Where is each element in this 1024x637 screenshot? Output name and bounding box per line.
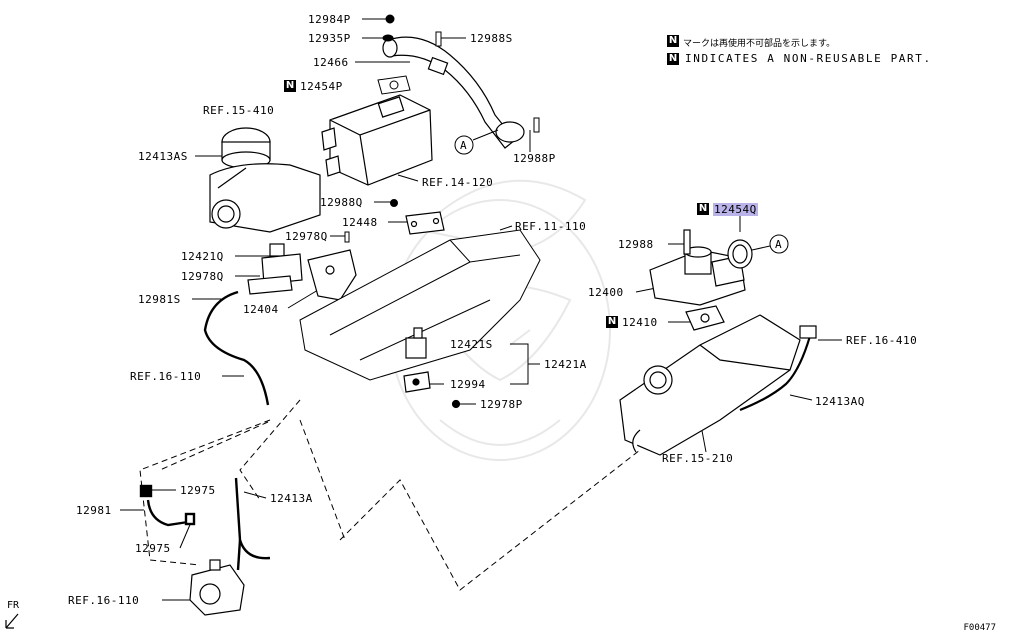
callout-A-right-letter: A [775, 238, 783, 251]
leader-12400 [635, 287, 657, 293]
diagram-code: F00477 [963, 623, 996, 633]
legend-en: INDICATES A NON-REUSABLE PART. [685, 52, 932, 65]
label-ref-11-110[interactable]: REF.11-110 [515, 220, 587, 233]
label-12978P[interactable]: 12978P [480, 398, 523, 411]
bracket-12421A [510, 343, 529, 385]
label-12988P[interactable]: 12988P [513, 152, 556, 165]
label-12421Q[interactable]: 12421Q [181, 250, 224, 263]
non-reusable-badge-jp: N [667, 35, 679, 47]
hose-12981 [139, 484, 196, 527]
brackets [307, 211, 445, 301]
label-12988[interactable]: 12988 [618, 238, 654, 251]
label-12421S[interactable]: 12421S [450, 338, 493, 351]
front-label: FR [7, 600, 20, 611]
label-ref-16-110-lower[interactable]: REF.16-110 [68, 594, 140, 607]
legend-jp: マークは再使用不可部品を示します。 [683, 39, 836, 49]
label-12975-lower[interactable]: 12975 [135, 542, 171, 555]
non-reusable-badge-12454P: N [284, 80, 296, 92]
label-12448[interactable]: 12448 [342, 216, 378, 229]
egr-valve-12400 [649, 229, 753, 306]
label-12981S[interactable]: 12981S [138, 293, 181, 306]
label-ref-16-110-upper[interactable]: REF.16-110 [130, 370, 202, 383]
label-12413AS[interactable]: 12413AS [138, 150, 188, 163]
label-12935P[interactable]: 12935P [308, 32, 351, 45]
label-ref-14-120[interactable]: REF.14-120 [422, 176, 494, 189]
label-12404[interactable]: 12404 [243, 303, 279, 316]
non-reusable-badge-12410: N [606, 316, 618, 328]
solenoid-12421Q [247, 243, 303, 295]
label-ref-15-210[interactable]: REF.15-210 [662, 452, 734, 465]
hose-12413AQ [739, 325, 817, 412]
hose-12981S [203, 290, 270, 406]
label-12984P[interactable]: 12984P [308, 13, 351, 26]
non-reusable-badge-en: N [667, 53, 679, 65]
hose-12413A [234, 477, 271, 571]
gasket-12454P [377, 75, 411, 95]
leader-ref14 [397, 174, 419, 182]
callout-A-right [751, 234, 789, 254]
non-reusable-badge-12454Q: N [697, 203, 709, 215]
engine-block [299, 229, 541, 381]
label-12988Q[interactable]: 12988Q [320, 196, 363, 209]
label-12981[interactable]: 12981 [76, 504, 112, 517]
label-ref-16-410[interactable]: REF.16-410 [846, 334, 918, 347]
label-12454P[interactable]: 12454P [300, 80, 343, 93]
intake-manifold [619, 305, 801, 456]
label-12978Q-a[interactable]: 12978Q [285, 230, 328, 243]
label-ref-15-410[interactable]: REF.15-410 [203, 104, 275, 117]
label-12400[interactable]: 12400 [588, 286, 624, 299]
dashed-connections [139, 399, 641, 591]
egr-cooler [321, 94, 433, 186]
vacuum-actuator [209, 127, 321, 233]
leader-12413A [243, 491, 267, 499]
label-12978Q-b[interactable]: 12978Q [181, 270, 224, 283]
label-12413A[interactable]: 12413A [270, 492, 313, 505]
egr-pipe-12466 [382, 36, 525, 149]
leader-12404 [287, 289, 319, 309]
label-12421A[interactable]: 12421A [544, 358, 587, 371]
callout-A-upper-letter: A [460, 139, 468, 152]
label-12410[interactable]: 12410 [622, 316, 658, 329]
leader-ref11 [499, 225, 513, 231]
small-bolts-top [344, 14, 540, 243]
label-12994[interactable]: 12994 [450, 378, 486, 391]
label-12454Q[interactable]: 12454Q [713, 203, 758, 216]
front-arrow-icon [5, 613, 19, 629]
solenoid-12421S [403, 327, 461, 409]
label-12975-upper[interactable]: 12975 [180, 484, 216, 497]
label-12988S[interactable]: 12988S [470, 32, 513, 45]
label-12466[interactable]: 12466 [313, 56, 349, 69]
callout-A-upper [454, 129, 499, 155]
leader-12413AQ [789, 394, 813, 401]
throttle-body [189, 559, 245, 616]
label-12413AQ[interactable]: 12413AQ [815, 395, 865, 408]
